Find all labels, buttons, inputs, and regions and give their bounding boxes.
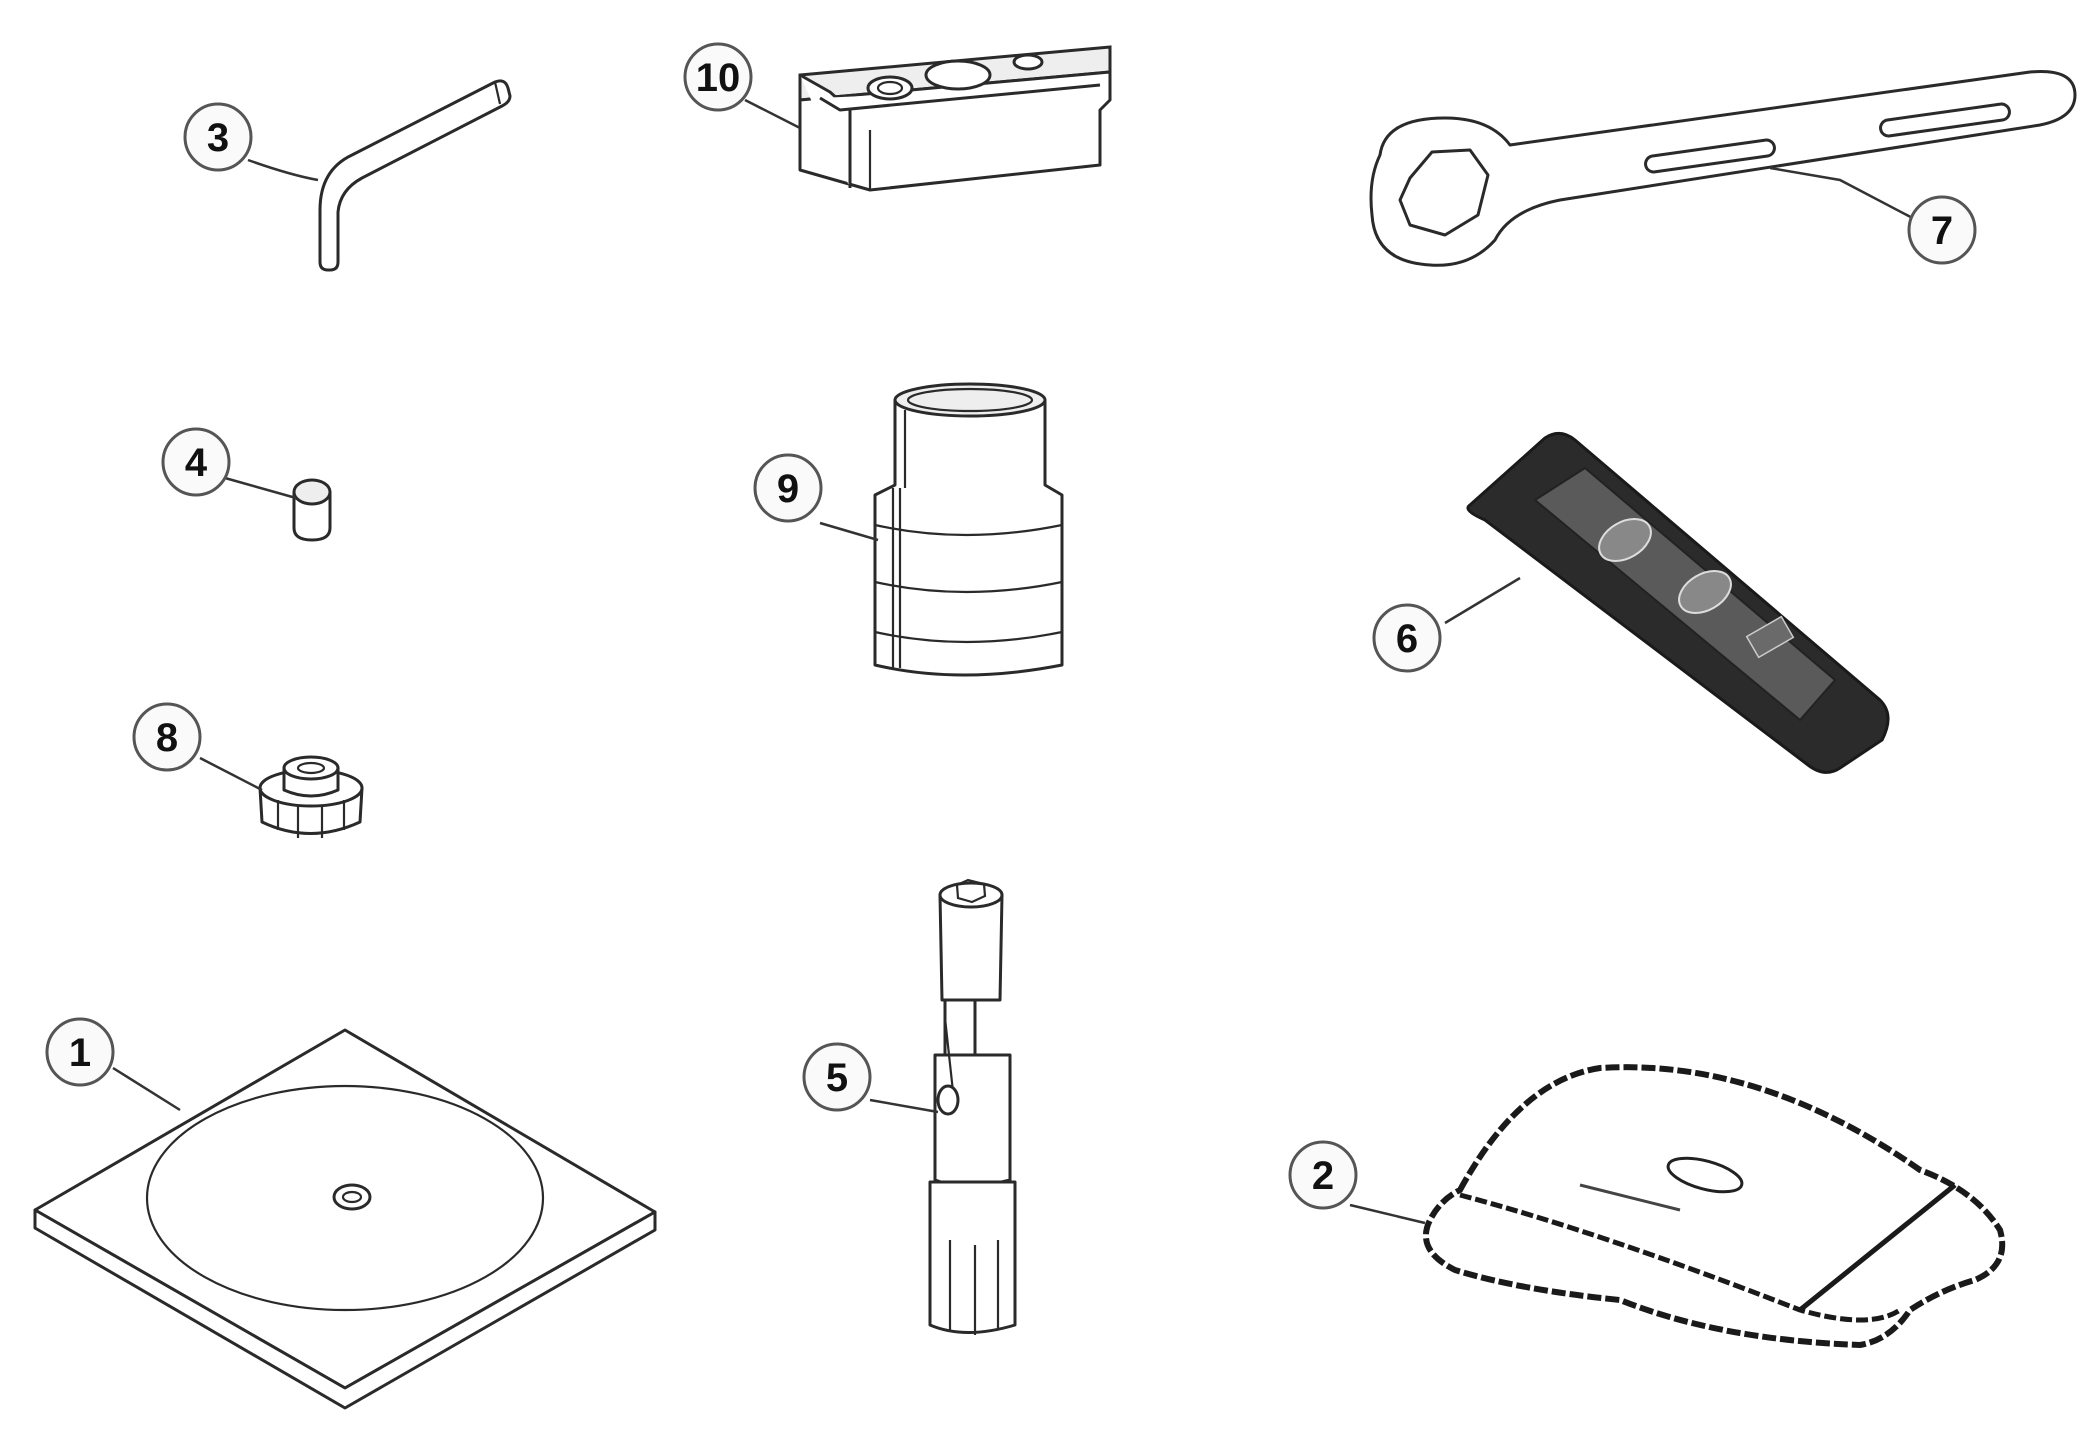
spanner-icon (1369, 69, 2077, 267)
callout-2-number: 2 (1312, 1154, 1334, 1198)
callout-4: 4 (161, 427, 231, 497)
pouch-icon (1423, 1064, 2006, 1349)
dowel-pin-icon (292, 478, 332, 542)
callout-5-number: 5 (826, 1056, 848, 1100)
callout-6: 6 (1372, 603, 1442, 673)
sleeve-icon (873, 382, 1064, 677)
base-plate-icon (33, 1028, 657, 1410)
callout-3-number: 3 (207, 116, 229, 160)
socket-wrench-icon (928, 878, 1017, 1335)
callout-2: 2 (1288, 1140, 1358, 1210)
callout-10-number: 10 (696, 56, 741, 100)
callout-1: 1 (45, 1017, 115, 1087)
callout-9: 9 (753, 453, 823, 523)
leader-lines (112, 98, 1923, 1225)
callout-1-number: 1 (69, 1031, 91, 1075)
hex-key-icon (318, 79, 512, 272)
callout-9-number: 9 (777, 467, 799, 511)
block-icon (798, 45, 1112, 192)
callout-7-number: 7 (1931, 209, 1953, 253)
callout-8-number: 8 (156, 716, 178, 760)
callout-3: 3 (183, 102, 253, 172)
nut-adapter-icon (258, 755, 364, 838)
callout-10: 10 (683, 42, 753, 112)
callout-7: 7 (1907, 195, 1977, 265)
callout-6-number: 6 (1396, 617, 1418, 661)
callout-4-number: 4 (185, 441, 208, 485)
multi-tool-icon (1466, 432, 1890, 774)
callout-8: 8 (132, 702, 202, 772)
callout-5: 5 (802, 1042, 872, 1112)
